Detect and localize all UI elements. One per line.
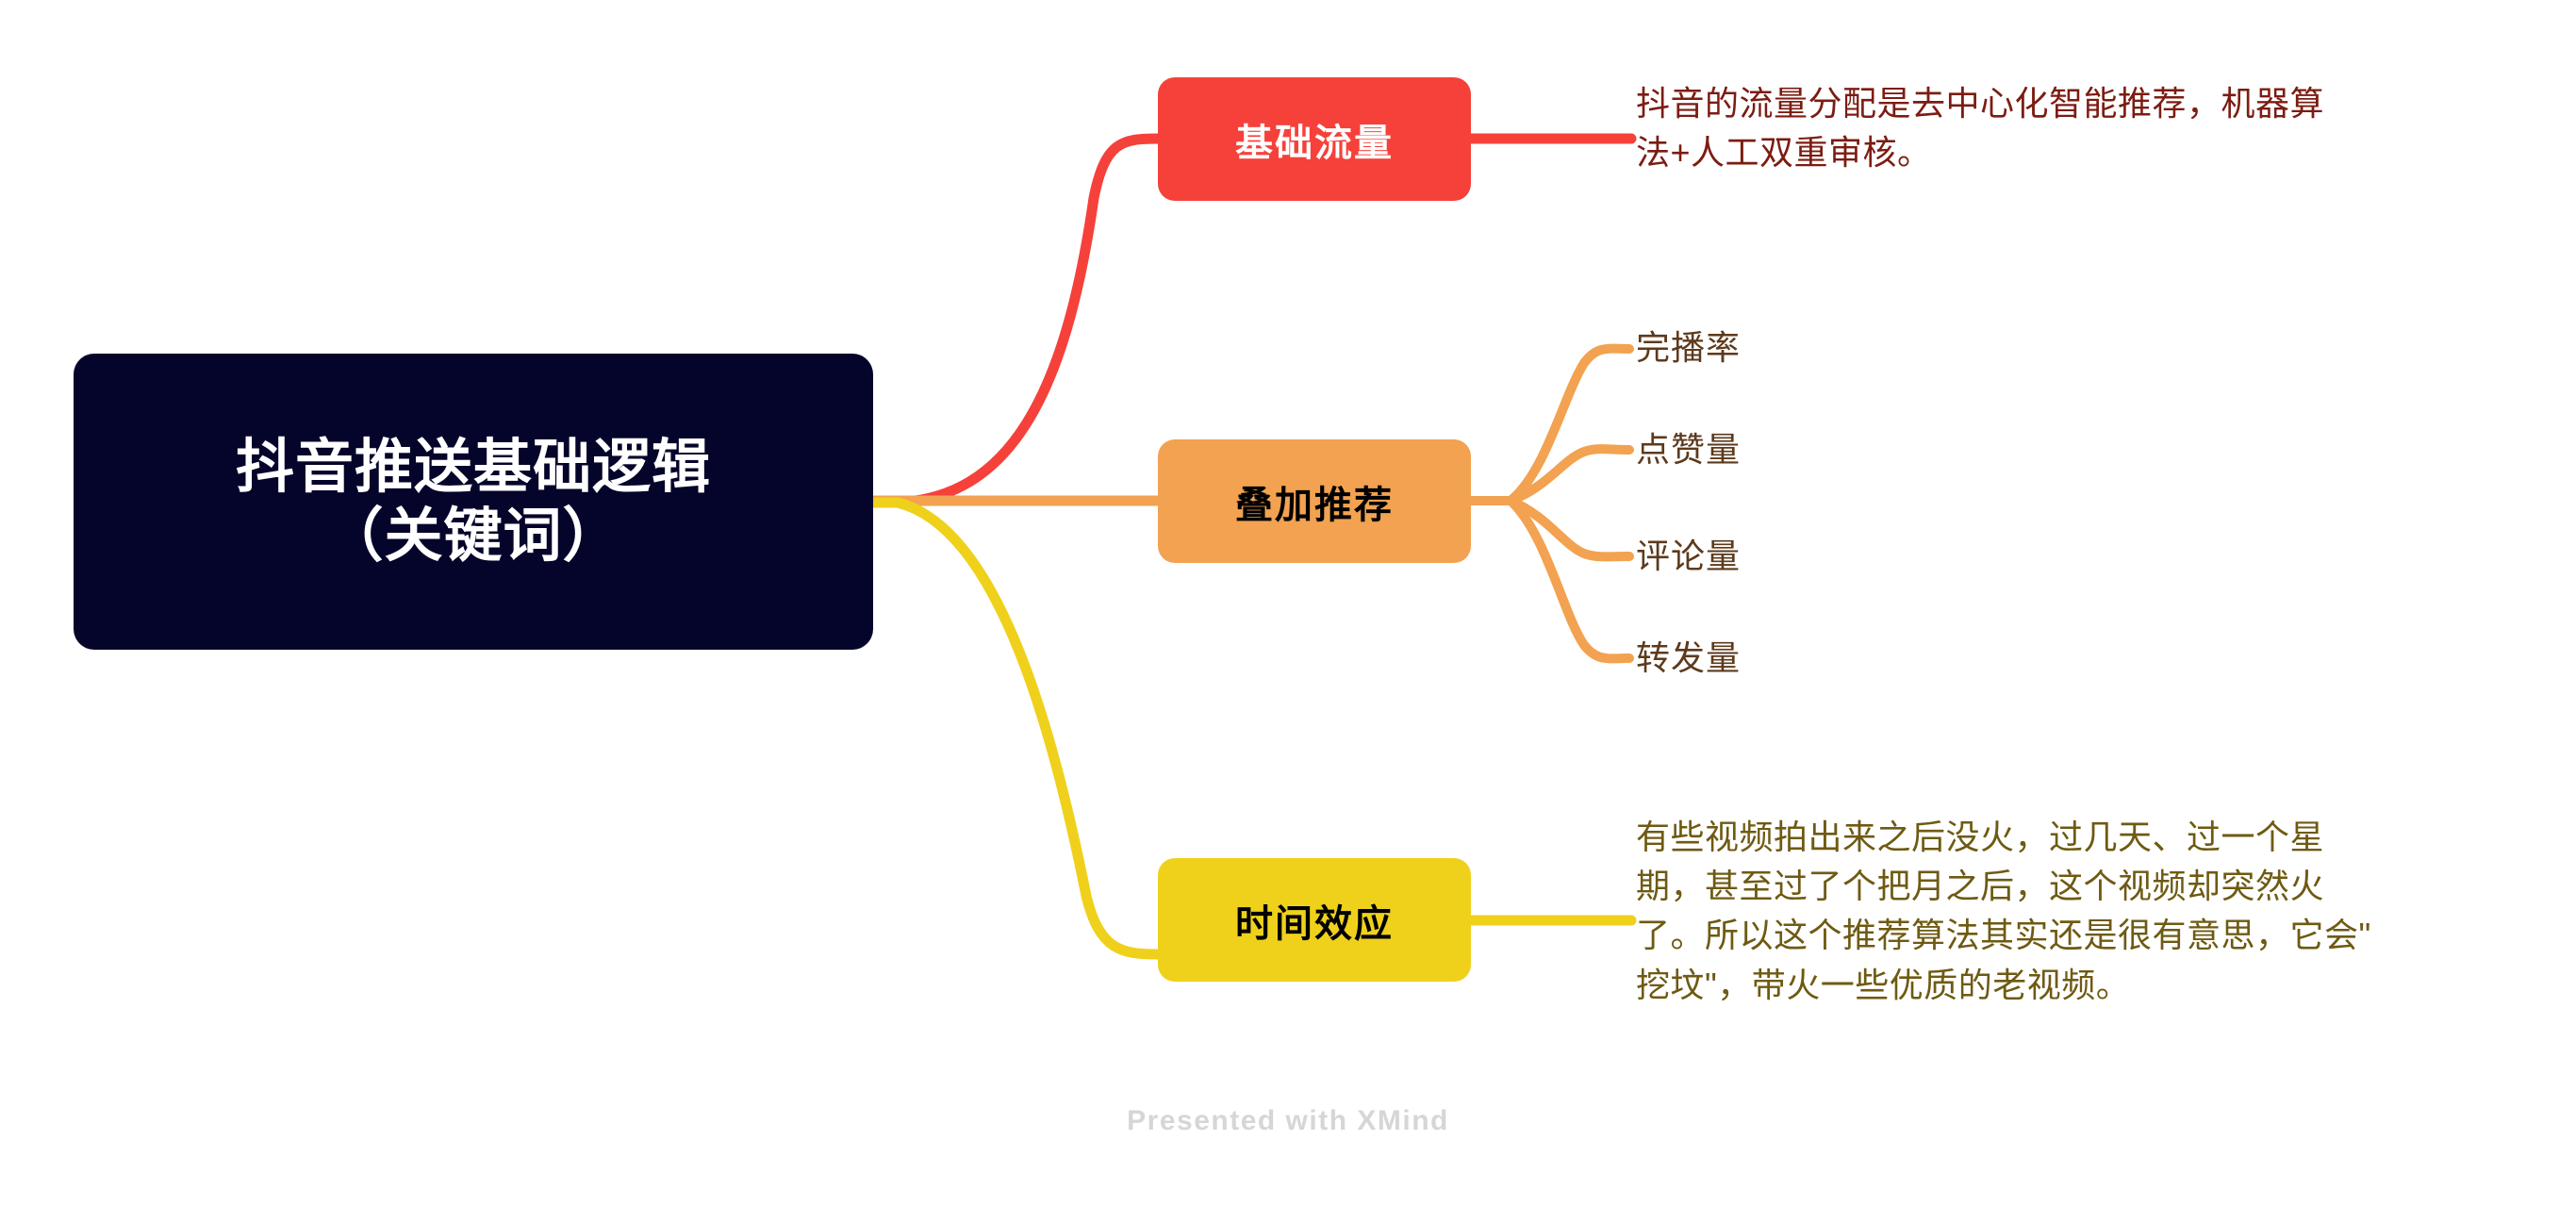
connector-fan-to-leaf-1 — [1506, 444, 1634, 505]
note-time-effect: 有些视频拍出来之后没火，过几天、过一个星 期，甚至过了个把月之后，这个视频却突然… — [1636, 818, 2371, 1004]
root-title-line-1: 抖音推送基础逻辑 — [235, 434, 711, 500]
branch-node-time-effect[interactable]: 时间效应 — [1158, 858, 1471, 982]
connector-fan-to-leaf-0 — [1506, 343, 1634, 505]
leaf-comment-count[interactable]: 评论量 — [1636, 537, 1742, 575]
connector-root-to-branch-2 — [867, 497, 1164, 960]
connector-root-to-branch-0 — [867, 133, 1164, 508]
branch-node-stacked-recommendation[interactable]: 叠加推荐 — [1158, 439, 1471, 563]
branch-label: 叠加推荐 — [1235, 484, 1394, 526]
note-basic-traffic: 抖音的流量分配是去中心化智能推荐，机器算 法+人工双重审核。 — [1636, 84, 2325, 173]
leaf-like-count[interactable]: 点赞量 — [1636, 430, 1742, 469]
leaf-share-count[interactable]: 转发量 — [1636, 638, 1742, 677]
connector-fan-to-leaf-3 — [1506, 496, 1634, 664]
branch-node-basic-traffic[interactable]: 基础流量 — [1158, 77, 1471, 201]
connector-fan-to-leaf-2 — [1506, 496, 1634, 562]
root-node[interactable]: 抖音推送基础逻辑 （关键词） — [74, 354, 873, 650]
leaf-completion-rate[interactable]: 完播率 — [1636, 328, 1742, 367]
root-title-line-2: （关键词） — [324, 504, 622, 569]
xmind-watermark: Presented with XMind — [1127, 1105, 1449, 1136]
branch-label: 基础流量 — [1235, 122, 1394, 164]
branch-label: 时间效应 — [1235, 902, 1394, 945]
